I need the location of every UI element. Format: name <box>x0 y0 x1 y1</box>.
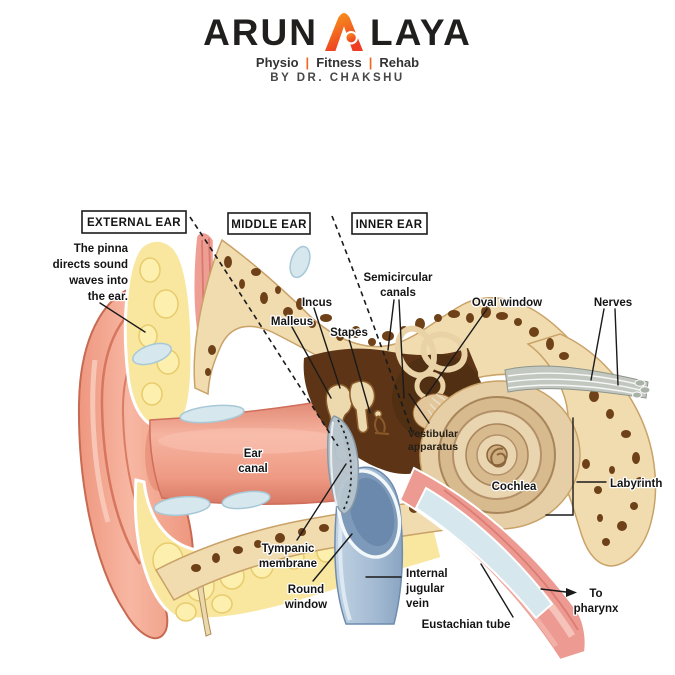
brand-a-icon <box>324 12 364 52</box>
bone-pores <box>191 256 645 572</box>
brand-word-right: LAYA <box>369 11 472 53</box>
brand-header: ARUN LAYA Physio|Fitness|Rehab BY DR. CH… <box>0 12 675 84</box>
region-box-inner-ear: INNER EAR <box>351 212 428 235</box>
eustachian-tube-band <box>398 466 587 662</box>
tympanic-membrane-shape <box>326 415 360 515</box>
leader-incus <box>313 307 341 389</box>
label-oval-window: Oval window <box>472 297 542 309</box>
dashed-divider-middle-inner <box>331 215 413 433</box>
brand-word-left: ARUN <box>203 11 318 53</box>
label-cochlea: Cochlea <box>492 481 537 493</box>
dashed-divider-external-middle <box>189 216 339 447</box>
brand-byline: BY DR. CHAKSHU <box>270 72 405 84</box>
ear-canal-highlight <box>158 428 342 454</box>
leader-tympanic-membrane <box>296 463 347 541</box>
leader-malleus <box>291 326 332 399</box>
svg-text:INNER EAR: INNER EAR <box>356 219 423 231</box>
leader-oval-window <box>425 308 488 397</box>
cochlea-spiral <box>419 380 581 530</box>
svg-text:MIDDLE EAR: MIDDLE EAR <box>231 219 307 231</box>
leader-vestibular-apparatus <box>408 393 430 424</box>
leader-labyrinth-bracket <box>545 417 607 516</box>
styloid-spike <box>195 577 212 637</box>
nerve-bundle <box>504 365 651 399</box>
brand-tagline: Physio|Fitness|Rehab <box>255 55 420 70</box>
leader-semicircular-canals <box>387 299 405 399</box>
brand-logo: ARUN LAYA <box>0 12 675 52</box>
cartilage-wedge <box>414 486 554 620</box>
to-pharynx-arrow <box>540 588 577 597</box>
label-labyrinth: Labyrinth <box>610 478 662 490</box>
leader-nerves <box>590 308 619 386</box>
leader-eustachian-tube <box>480 563 514 618</box>
label-nerves: Nerves <box>594 297 632 309</box>
label-malleus: Malleus <box>271 316 313 328</box>
region-boxes: EXTERNAL EAR MIDDLE EAR INNER EAR <box>81 210 428 235</box>
region-box-middle-ear: MIDDLE EAR <box>227 212 311 235</box>
leader-stapes <box>348 338 371 414</box>
label-stapes: Stapes <box>330 327 368 339</box>
label-incus: Incus <box>302 297 332 309</box>
label-eustachian-tube: Eustachian tube <box>422 619 511 631</box>
semicircular-canal-rings <box>395 325 468 401</box>
region-box-external-ear: EXTERNAL EAR <box>81 210 187 234</box>
stapes-bone <box>373 409 390 435</box>
svg-text:EXTERNAL EAR: EXTERNAL EAR <box>87 217 181 229</box>
tagline-separator: | <box>368 55 373 70</box>
incus-bone <box>349 380 376 434</box>
cartilage-blobs <box>132 245 311 517</box>
leader-round-window <box>312 533 353 582</box>
leader-lines <box>99 299 619 618</box>
tagline-separator: | <box>305 55 310 70</box>
leader-pinna-note <box>99 302 146 333</box>
